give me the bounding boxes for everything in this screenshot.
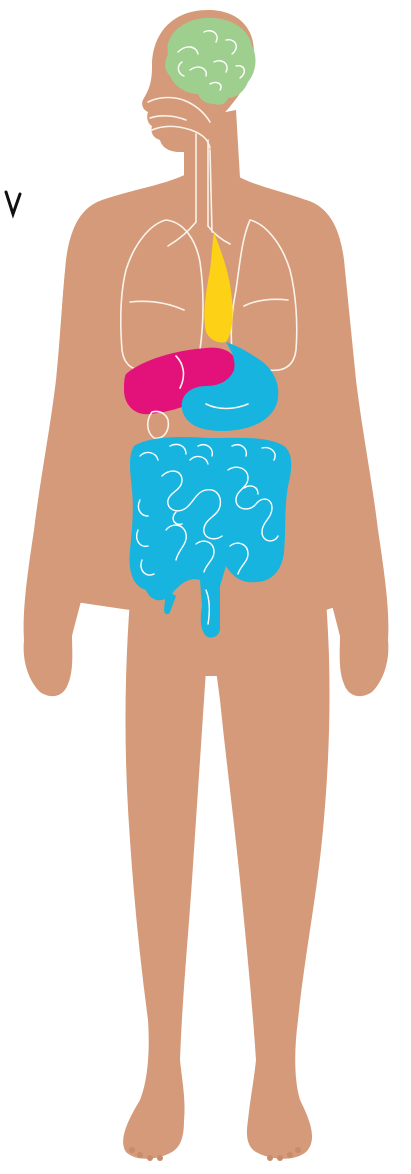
left-leg — [123, 600, 208, 1159]
left-arm — [24, 200, 124, 696]
neck — [184, 110, 240, 178]
stray-mark — [6, 192, 20, 214]
right-leg — [212, 600, 329, 1159]
